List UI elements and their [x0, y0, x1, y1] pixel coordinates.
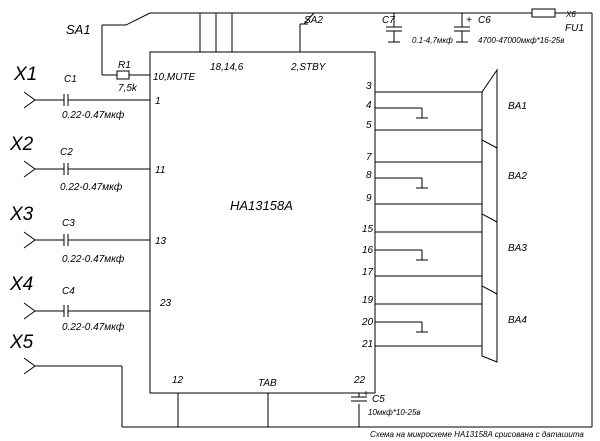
- speaker-ba1-label: BA1: [508, 101, 527, 112]
- pin-7-label: 7: [366, 152, 372, 163]
- cap-c4-label: C4: [62, 286, 75, 297]
- input-x3-label: X3: [9, 204, 34, 225]
- input-x2-label: X2: [9, 134, 34, 155]
- input-wiring: [23, 91, 150, 375]
- pin-15-label: 15: [362, 224, 374, 235]
- cap-c2-label: C2: [60, 147, 73, 158]
- pin-3-label: 3: [366, 81, 372, 92]
- cap-c6-label: C6: [478, 15, 491, 26]
- pin-16-label: 16: [362, 245, 374, 256]
- supply-wiring: [121, 8, 593, 428]
- cap-c6-plus: +: [466, 15, 472, 26]
- pin-mute-label: 10,MUTE: [153, 72, 196, 83]
- input-x1-label: X1: [13, 64, 37, 85]
- cap-c2-value: 0.22-0.47мкф: [60, 181, 123, 193]
- switch-sa2-label: SA2: [304, 15, 323, 26]
- pin-8-label: 8: [366, 170, 372, 181]
- pin-power-label: 18,14,6: [210, 62, 244, 73]
- pin-stby-label: 2,STBY: [290, 62, 327, 73]
- pin-20-label: 20: [361, 317, 374, 328]
- resistor-r1: [116, 70, 130, 80]
- cap-c4-value: 0.22-0.47мкф: [62, 321, 125, 333]
- pin-4-label: 4: [366, 100, 372, 111]
- cap-c3-value: 0.22-0.47мкф: [62, 253, 125, 265]
- pin-22-label: 22: [353, 375, 366, 386]
- pin-tab-label: TAB: [258, 378, 277, 389]
- input-x4-label: X4: [9, 274, 33, 295]
- fuse-fu1-label: FU1: [565, 23, 584, 34]
- output-wiring: [375, 68, 498, 363]
- speaker-ba3-label: BA3: [508, 243, 527, 254]
- pin-17-label: 17: [362, 267, 374, 278]
- pin-21-label: 21: [361, 339, 373, 350]
- resistor-r1-value: 7,5k: [118, 83, 138, 94]
- cap-c5-plus: +: [363, 389, 369, 400]
- pin-1-label: 1: [155, 96, 161, 107]
- footer-note: Схема на микросхеме HA13158A срисована с…: [370, 430, 584, 439]
- pin-23-label: 23: [159, 298, 172, 309]
- cap-c3-label: C3: [62, 218, 75, 229]
- cap-c6-value: 4700-47000мкф*16-25в: [478, 36, 564, 45]
- pin-5-label: 5: [366, 120, 372, 131]
- pin-13-label: 13: [155, 236, 167, 247]
- cap-c1-value: 0.22-0.47мкф: [62, 109, 125, 121]
- connector-x6-label: X6: [565, 10, 576, 19]
- ic-name-label: HA13158A: [230, 198, 293, 213]
- speaker-ba4-label: BA4: [508, 315, 527, 326]
- pin-11-label: 11: [155, 165, 165, 176]
- pin-9-label: 9: [366, 193, 372, 204]
- cap-c5-value: 10мкф*10-25в: [368, 408, 421, 417]
- input-x5-label: X5: [9, 332, 34, 353]
- mute-network: [101, 12, 200, 80]
- cap-c1-label: C1: [64, 74, 77, 85]
- fuse-fu1: [531, 8, 556, 18]
- resistor-r1-label: R1: [118, 60, 131, 71]
- speaker-ba2-label: BA2: [508, 171, 527, 182]
- cap-c5-label: C5: [372, 394, 385, 405]
- switch-sa1-label: SA1: [66, 22, 91, 37]
- cap-c7-value: 0.1-4,7мкф: [412, 36, 453, 45]
- pin-12-label: 12: [172, 375, 184, 386]
- cap-c7-label: C7: [382, 15, 395, 26]
- pin-19-label: 19: [362, 295, 374, 306]
- ic-body: [149, 51, 376, 394]
